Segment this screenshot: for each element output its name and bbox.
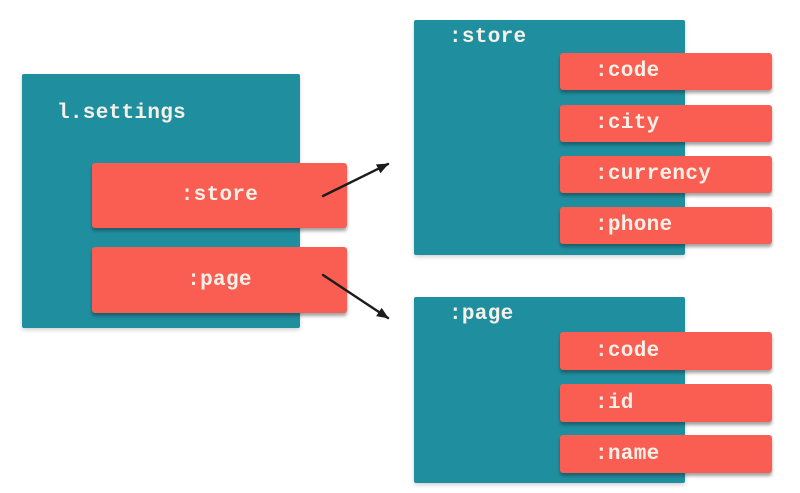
store-key-code-label: :code: [595, 60, 660, 83]
settings-box: l.settings :store :page: [22, 74, 347, 328]
store-box: :store :code :city :currency :phone: [414, 20, 772, 255]
page-box-title: :page: [449, 303, 514, 326]
store-key-currency-label: :currency: [595, 163, 712, 186]
settings-key-page: :page: [92, 247, 347, 313]
store-key-currency: :currency: [560, 156, 772, 193]
settings-key-store-label: :store: [180, 184, 259, 207]
settings-key-store: :store: [92, 163, 347, 228]
settings-box-title: l.settings: [57, 102, 187, 125]
page-box: :page :code :id :name: [414, 297, 772, 483]
page-key-id: :id: [560, 384, 772, 422]
store-box-title: :store: [449, 26, 527, 49]
store-key-city: :city: [560, 105, 772, 142]
page-key-id-label: :id: [595, 391, 634, 415]
settings-key-page-label: :page: [187, 268, 252, 292]
page-key-code: :code: [560, 332, 772, 370]
store-key-phone: :phone: [560, 207, 772, 244]
page-key-name: :name: [560, 435, 772, 473]
store-key-phone-label: :phone: [595, 214, 673, 237]
page-key-code-label: :code: [595, 339, 660, 363]
store-key-code: :code: [560, 53, 772, 90]
page-key-name-label: :name: [595, 442, 660, 466]
store-key-city-label: :city: [595, 112, 660, 135]
